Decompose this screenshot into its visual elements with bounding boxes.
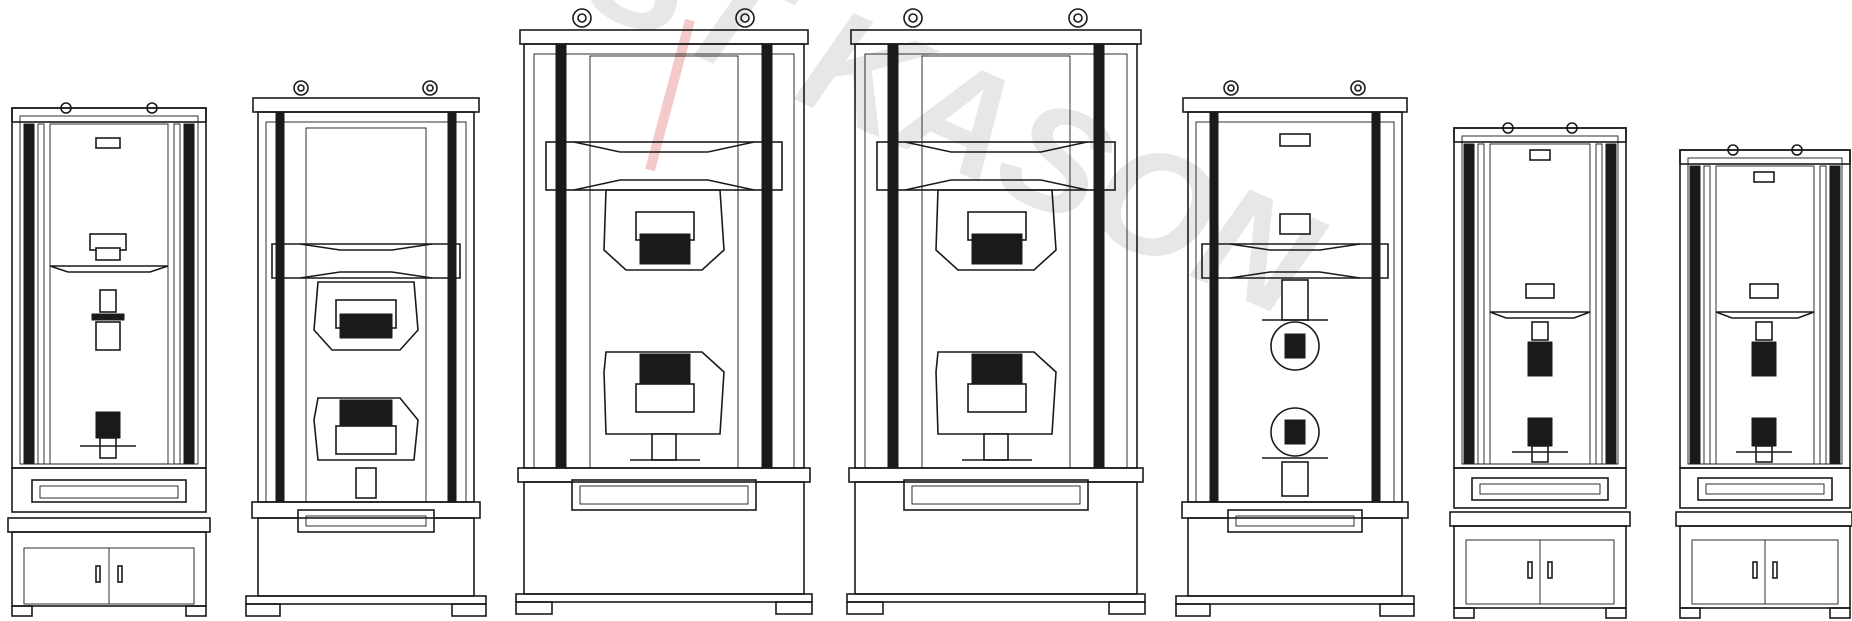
machine-6 [1449,122,1631,619]
machine-3 [515,8,813,615]
machine-1 [7,102,211,617]
machine-2 [245,80,487,617]
machine-4 [846,8,1146,615]
machine-5 [1175,80,1415,617]
watermark-accent [645,18,695,172]
machine-7 [1675,144,1852,619]
